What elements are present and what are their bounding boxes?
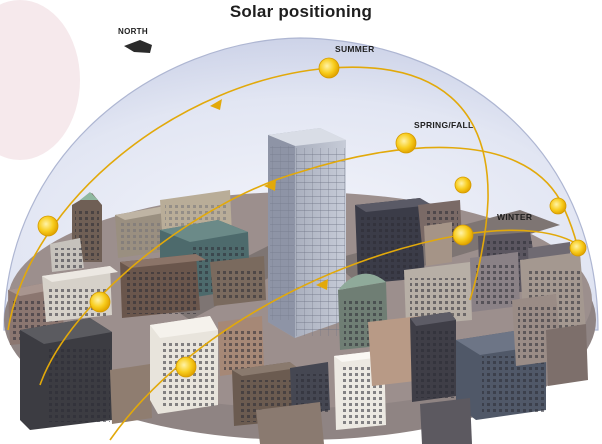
- sun-icon: [549, 197, 567, 215]
- sun-icon: [37, 215, 59, 237]
- summer-path: [7, 66, 489, 331]
- central-skyscraper: [268, 128, 346, 338]
- diagram-title: Solar positioning: [229, 2, 373, 21]
- winter-path: [109, 229, 581, 441]
- background-blob: [0, 0, 80, 160]
- winter-arrow-icon: [316, 279, 328, 290]
- spring-fall-label: SPRING/FALL: [414, 120, 474, 130]
- sun-positions: [37, 57, 587, 378]
- sun-icon: [395, 132, 417, 154]
- winter-label: WINTER: [497, 212, 533, 222]
- direction-arrows: [210, 99, 328, 290]
- sun-icon: [454, 176, 472, 194]
- spring-arrow-icon: [264, 180, 276, 191]
- sun-icon: [318, 57, 340, 79]
- sun-icon: [89, 291, 111, 313]
- sun-icon: [569, 239, 587, 257]
- north-label: NORTH: [118, 27, 148, 36]
- summer-arrow-icon: [210, 99, 222, 110]
- sun-icon: [175, 356, 197, 378]
- north-arrow-icon: [124, 40, 152, 53]
- sun-icon: [452, 224, 474, 246]
- city-buildings-front: [20, 294, 588, 444]
- summer-label: SUMMER: [335, 44, 375, 54]
